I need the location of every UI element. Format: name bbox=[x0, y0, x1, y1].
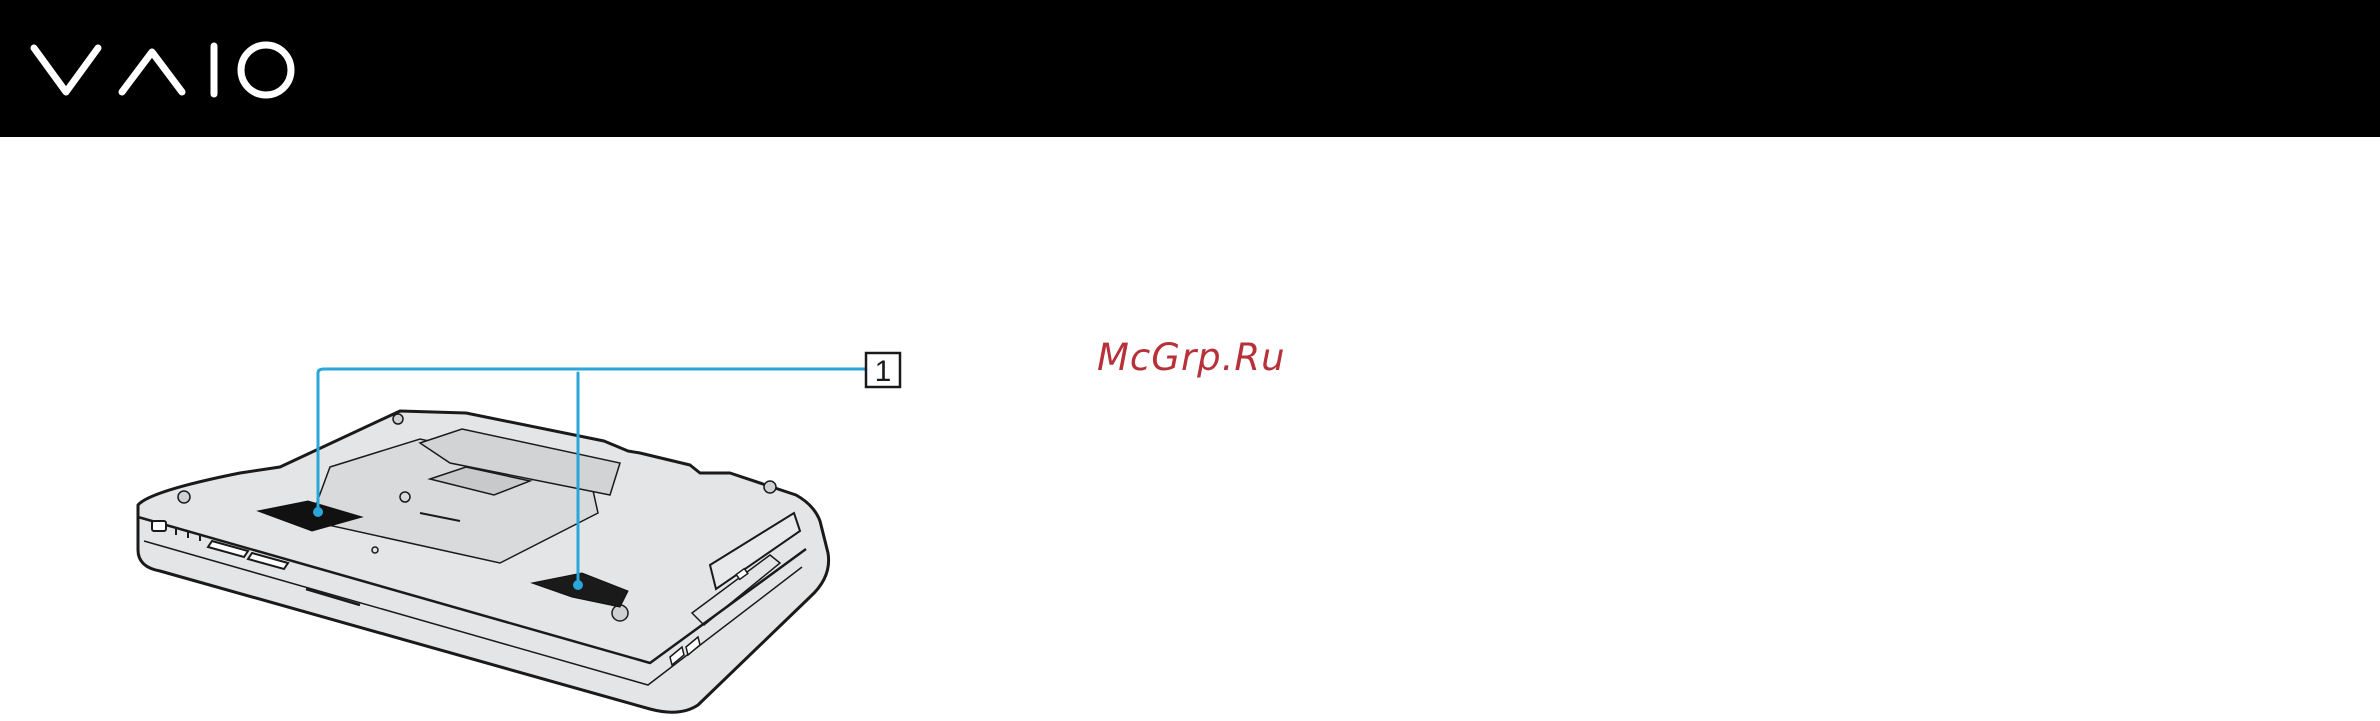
watermark-text: McGrp.Ru bbox=[1097, 336, 1286, 379]
callout-dot-a bbox=[313, 507, 323, 517]
callout-dot-b bbox=[573, 580, 583, 590]
logo-letter-v bbox=[34, 48, 98, 92]
header-bar bbox=[0, 0, 2380, 137]
callout-number: 1 bbox=[875, 355, 892, 388]
logo-letter-a bbox=[122, 52, 182, 92]
laptop-underside-figure: 1 bbox=[120, 345, 940, 721]
logo-letter-o bbox=[241, 45, 291, 95]
vaio-logo bbox=[30, 38, 300, 100]
